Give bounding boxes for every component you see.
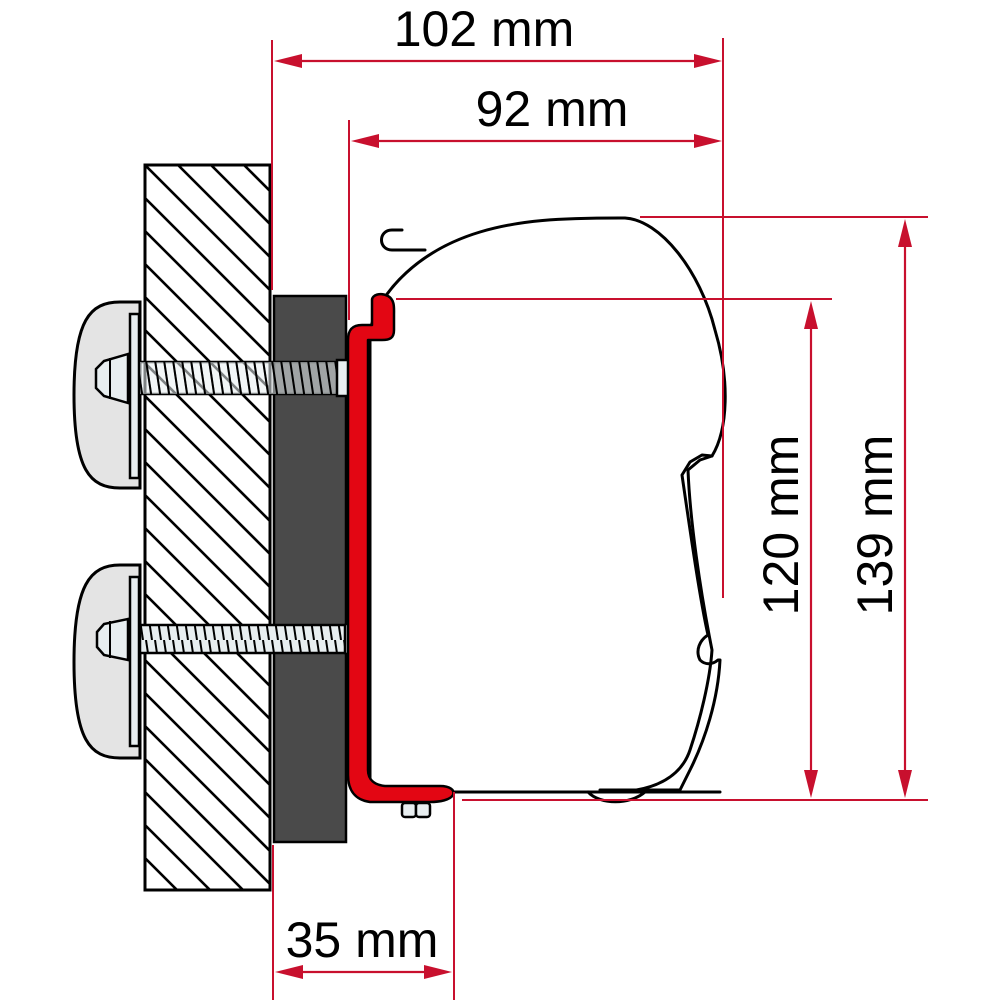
dimension-139mm: 139 mm xyxy=(640,216,928,798)
dimension-label-120mm: 120 mm xyxy=(753,435,809,616)
dimension-102mm: 102 mm xyxy=(271,1,724,598)
cover-cap-lower xyxy=(72,563,142,760)
dimension-35mm: 35 mm xyxy=(272,792,455,1000)
dimension-120mm: 120 mm xyxy=(396,298,928,801)
awning-cassette xyxy=(368,216,727,804)
bolt-upper xyxy=(94,352,351,405)
dimension-label-92mm: 92 mm xyxy=(476,81,629,137)
wall xyxy=(143,163,272,892)
dimension-label-35mm: 35 mm xyxy=(286,912,439,968)
mounting-bracket xyxy=(346,292,455,804)
dimension-label-102mm: 102 mm xyxy=(394,1,575,57)
bottom-nut xyxy=(400,801,432,819)
dimension-label-139mm: 139 mm xyxy=(847,435,903,616)
dimension-92mm: 92 mm xyxy=(348,81,722,320)
